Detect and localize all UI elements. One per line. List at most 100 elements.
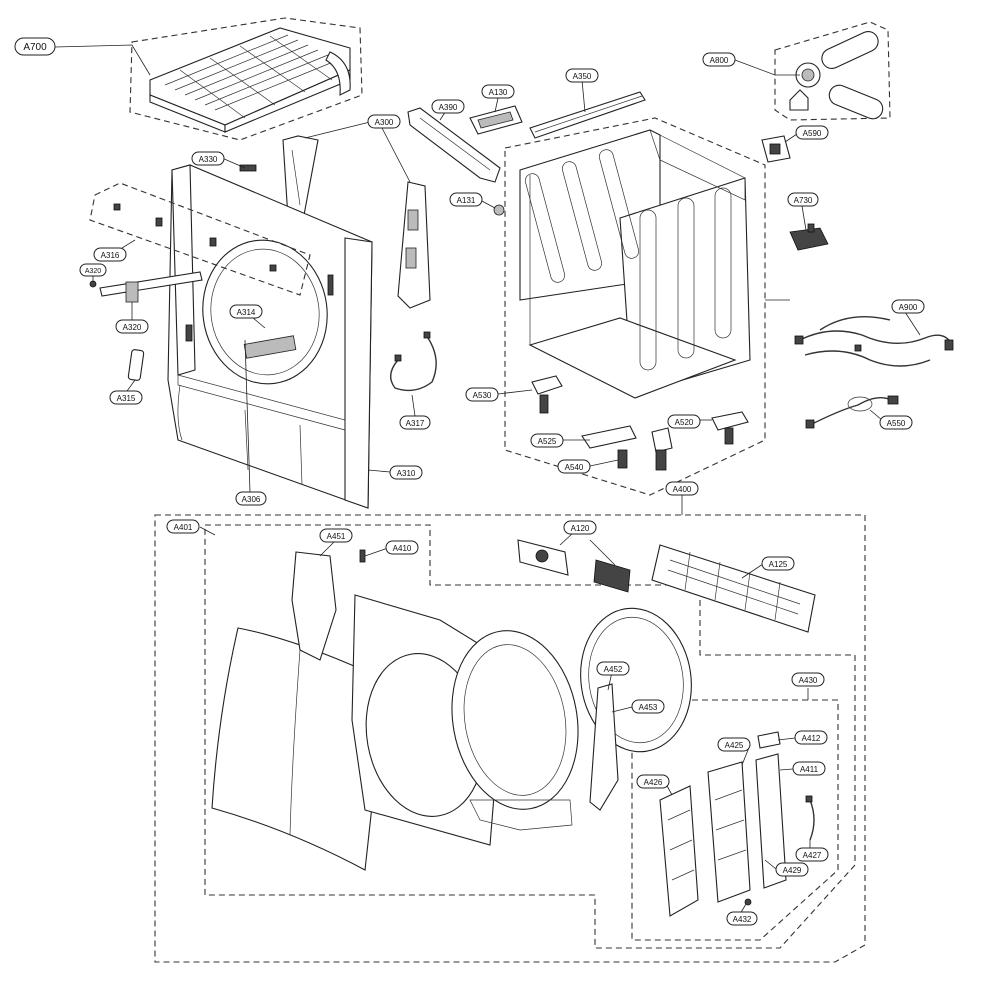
steam-hose-assembly[interactable] [774,21,891,122]
foot-a540[interactable] [617,449,667,471]
display-module-a120[interactable] [517,539,631,593]
part-label-a316: A316 [93,247,127,262]
cabinet-frame[interactable] [519,129,751,399]
svg-text:A412: A412 [802,734,821,743]
part-label-a530: A530 [465,387,499,402]
top-rail-a350[interactable] [529,91,646,139]
control-box-a130[interactable] [469,105,523,135]
screw-a432[interactable] [744,898,752,906]
svg-text:A350: A350 [573,72,592,81]
part-label-a410: A410 [385,540,419,555]
svg-text:A314: A314 [237,308,256,317]
part-label-a426: A426 [636,774,670,789]
svg-text:A900: A900 [899,303,918,312]
svg-text:A390: A390 [439,103,458,112]
svg-text:A432: A432 [733,915,752,924]
svg-text:A315: A315 [117,394,136,403]
part-label-a900: A900 [891,299,925,314]
svg-text:A306: A306 [242,495,261,504]
cabinet-leg-a530[interactable] [531,375,563,414]
svg-text:A410: A410 [393,544,412,553]
part-label-a429: A429 [775,862,809,877]
part-label-a525: A525 [530,433,564,448]
svg-text:A320: A320 [123,323,142,332]
power-cord-a550[interactable] [805,395,899,429]
sensor-a730[interactable] [789,223,829,251]
svg-text:A316: A316 [101,251,120,260]
part-label-a550: A550 [879,415,913,430]
part-label-a125: A125 [761,556,795,571]
part-label-a590: A590 [795,125,829,140]
part-label-a800: A800 [702,52,736,67]
hinge-a451[interactable] [291,551,337,661]
part-label-a452: A452 [596,661,630,676]
control-board-a426[interactable] [659,785,699,917]
svg-text:A330: A330 [199,155,218,164]
small-clip-a330[interactable] [239,164,257,172]
part-label-a451: A451 [319,528,353,543]
front-panel-hinge-bar[interactable] [89,182,311,296]
svg-text:A125: A125 [769,560,788,569]
svg-text:A131: A131 [457,196,476,205]
svg-text:A590: A590 [803,129,822,138]
svg-text:A452: A452 [604,665,623,674]
control-board-a411[interactable] [755,753,787,889]
wire-harness-a317[interactable] [390,331,437,392]
svg-text:A730: A730 [794,196,813,205]
svg-text:A525: A525 [538,437,557,446]
cabinet-leg-a520[interactable] [711,411,749,445]
svg-text:A120: A120 [571,524,590,533]
switch-part-a315[interactable] [127,349,145,381]
clip-a410[interactable] [359,549,366,563]
part-label-a320: A320 [115,319,149,334]
door-panel-a401[interactable] [211,627,386,871]
wire-a427[interactable] [805,795,815,841]
part-label-a540: A540 [557,459,591,474]
plug-a131[interactable] [493,204,505,216]
svg-text:A320: A320 [85,268,101,275]
top-bracket-a390[interactable] [407,107,501,183]
part-label-a131: A131 [449,192,483,207]
clip-a412[interactable] [757,731,781,749]
svg-text:A411: A411 [800,765,819,774]
part-label-a432: A432 [726,911,758,926]
svg-text:A530: A530 [473,391,492,400]
svg-text:A550: A550 [887,419,906,428]
part-label-a320-small: A320 [79,263,107,277]
connector-a590[interactable] [761,135,791,163]
svg-text:A520: A520 [675,418,694,427]
svg-text:A540: A540 [565,463,584,472]
leader-lines [54,44,921,915]
part-label-a120: A120 [563,520,597,535]
svg-text:A130: A130 [489,88,508,97]
part-label-a130: A130 [481,84,515,99]
door-gasket-ring[interactable] [572,601,701,759]
part-label-a330: A330 [191,151,225,166]
part-label-a430: A430 [791,672,825,687]
cabinet-front-panel[interactable] [167,164,373,509]
control-board-a425[interactable] [707,761,751,903]
svg-text:A425: A425 [725,741,744,750]
door-latch-a320[interactable] [99,271,203,303]
part-label-a730: A730 [787,192,819,207]
side-support-bracket[interactable] [397,181,431,309]
part-label-a412: A412 [794,730,828,745]
part-label-a520: A520 [667,414,701,429]
part-label-a700: A700 [14,37,56,56]
latch-a452[interactable] [589,683,619,811]
svg-text:A400: A400 [673,485,692,494]
drying-rack-part[interactable] [129,17,363,141]
front-frame-bracket[interactable] [282,135,319,219]
part-label-a314: A314 [229,304,263,319]
main-wire-harness-a900[interactable] [794,315,954,367]
part-label-a401: A401 [166,519,200,534]
svg-text:A427: A427 [803,851,822,860]
door-glass-frame[interactable] [438,621,591,831]
svg-text:A430: A430 [799,676,818,685]
svg-text:A426: A426 [644,778,663,787]
part-label-a425: A425 [717,737,751,752]
bracket-a525[interactable] [581,425,673,453]
dryer-cabinet-outline [504,117,766,496]
control-panel-a125[interactable] [651,544,816,633]
